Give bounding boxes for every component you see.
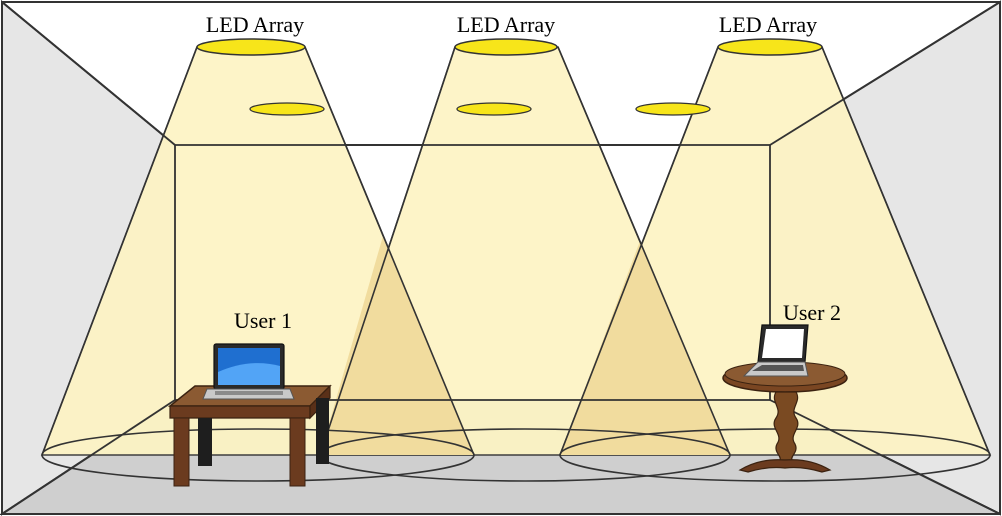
table-leg-back-right bbox=[316, 398, 329, 464]
user-2-label: User 2 bbox=[783, 300, 841, 325]
led-array-label-1: LED Array bbox=[206, 12, 304, 37]
led-array-label-2: LED Array bbox=[457, 12, 555, 37]
round-table-base bbox=[738, 459, 832, 473]
led-array-back-2 bbox=[456, 102, 532, 116]
laptop-1-icon bbox=[202, 343, 295, 400]
table-leg-back-left bbox=[198, 418, 212, 466]
table-leg-front-left bbox=[173, 417, 190, 487]
user-1-label: User 1 bbox=[234, 308, 292, 333]
light-footprints bbox=[41, 428, 991, 482]
led-array-2 bbox=[454, 38, 558, 56]
footprint-1 bbox=[41, 428, 475, 482]
table-apron-front bbox=[169, 405, 311, 419]
led-array-label-3: LED Array bbox=[719, 12, 817, 37]
round-table-pedestal bbox=[773, 391, 799, 461]
led-array-1 bbox=[196, 38, 306, 56]
table-leg-front-right bbox=[289, 417, 306, 487]
led-array-back-3 bbox=[635, 102, 711, 116]
laptop-2-icon bbox=[742, 324, 809, 377]
light-overlap-2 bbox=[560, 241, 730, 455]
led-array-3 bbox=[717, 38, 823, 56]
led-array-back-1 bbox=[249, 102, 325, 116]
light-cone-outlines bbox=[41, 46, 991, 456]
